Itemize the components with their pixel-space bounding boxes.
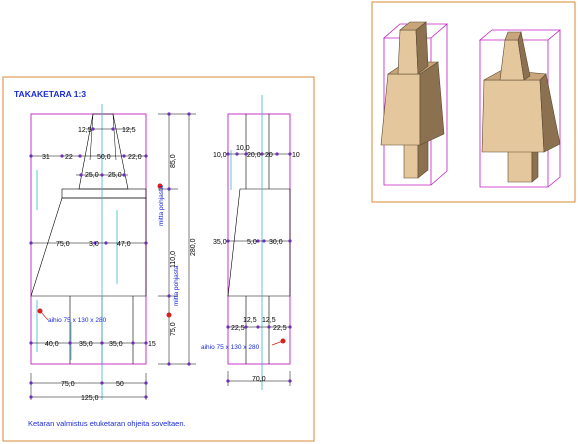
height-note-upper: mitta pohjasta: [158, 185, 165, 226]
side-dim-bottom-3: 12,5: [262, 317, 276, 324]
front-dim-top-1: 12,5: [78, 127, 92, 134]
side-dim-bottom-1: 22,5: [231, 325, 245, 332]
side-dim-top-1: 10,0: [213, 152, 227, 159]
side-dim-top-2: 10,0: [236, 145, 250, 152]
front-dim-overall-2: 50: [116, 381, 124, 388]
height-dim-total: 280,0: [190, 238, 197, 256]
side-blank-label: aihio 75 x 130 x 280: [201, 344, 260, 351]
side-dim-bottom-4: 22,5: [273, 325, 287, 332]
front-dim-bottom-2: 35,0: [79, 341, 93, 348]
front-dim-bottom-3: 35,0: [109, 341, 123, 348]
preview-3d-front-model: [380, 21, 449, 186]
side-dim-overall: 70,0: [252, 376, 266, 383]
drawing-sheet-frame: [2, 76, 315, 442]
side-dim-bottom-2: 12,5: [243, 317, 257, 324]
front-dim-middle-3: 47,0: [117, 241, 131, 248]
front-dim-middle-2: 3,0: [89, 241, 99, 248]
height-dim-mid: 110,0: [170, 251, 177, 268]
front-dim-row1-2: 22: [65, 154, 73, 161]
side-dim-middle-2: 5,0: [247, 239, 257, 246]
front-dim-bottom-4: 15: [148, 341, 156, 348]
preview-3d-back-model: [478, 29, 562, 188]
height-dim-top: 85,0: [170, 154, 177, 168]
height-dim-bottom: 75,0: [170, 322, 177, 336]
front-dim-overall-1: 75,0: [61, 381, 75, 388]
height-dimensions: 85,0 110,0 75,0 280,0 mitta pohjasta mit…: [157, 112, 197, 366]
front-dim-middle-1: 75,0: [56, 241, 70, 248]
front-dim-row1-4: 22,0: [128, 154, 142, 161]
side-dim-top-5: 10: [292, 152, 300, 159]
side-dim-middle-3: 30,0: [269, 239, 283, 246]
manufacturing-note: Ketaran valmistus etuketaran ohjeita sov…: [28, 419, 186, 428]
front-dim-top-2: 12,5: [122, 127, 136, 134]
front-dim-row1-3: 50,0: [97, 154, 111, 161]
front-dim-row2-1: 25,0: [85, 172, 99, 179]
height-note-lower-marker: [166, 312, 172, 318]
front-dim-row2-2: 25,0: [108, 172, 122, 179]
height-note-lower: mitta pohjasta: [173, 265, 180, 306]
front-dim-overall-total: 125,0: [81, 395, 99, 402]
front-view: 12,5 12,5 31 22 50,0 22,0 25,0 25,0 75,0…: [29, 104, 156, 402]
height-note-upper-marker: [157, 183, 163, 189]
side-view: 10,0 10,0 20,0 20 10 35,0 5,0 30,0 22,5 …: [201, 95, 300, 390]
drawing-title: TAKAKETARA 1:3: [14, 89, 86, 99]
front-dim-row1-1: 31: [42, 154, 50, 161]
side-dim-top-4: 20: [265, 152, 273, 159]
side-dim-middle-1: 35,0: [213, 239, 227, 246]
front-dim-bottom-1: 40,0: [45, 341, 59, 348]
side-dim-top-3: 20,0: [247, 152, 261, 159]
front-blank-label: aihio 75 x 130 x 280: [48, 317, 107, 324]
